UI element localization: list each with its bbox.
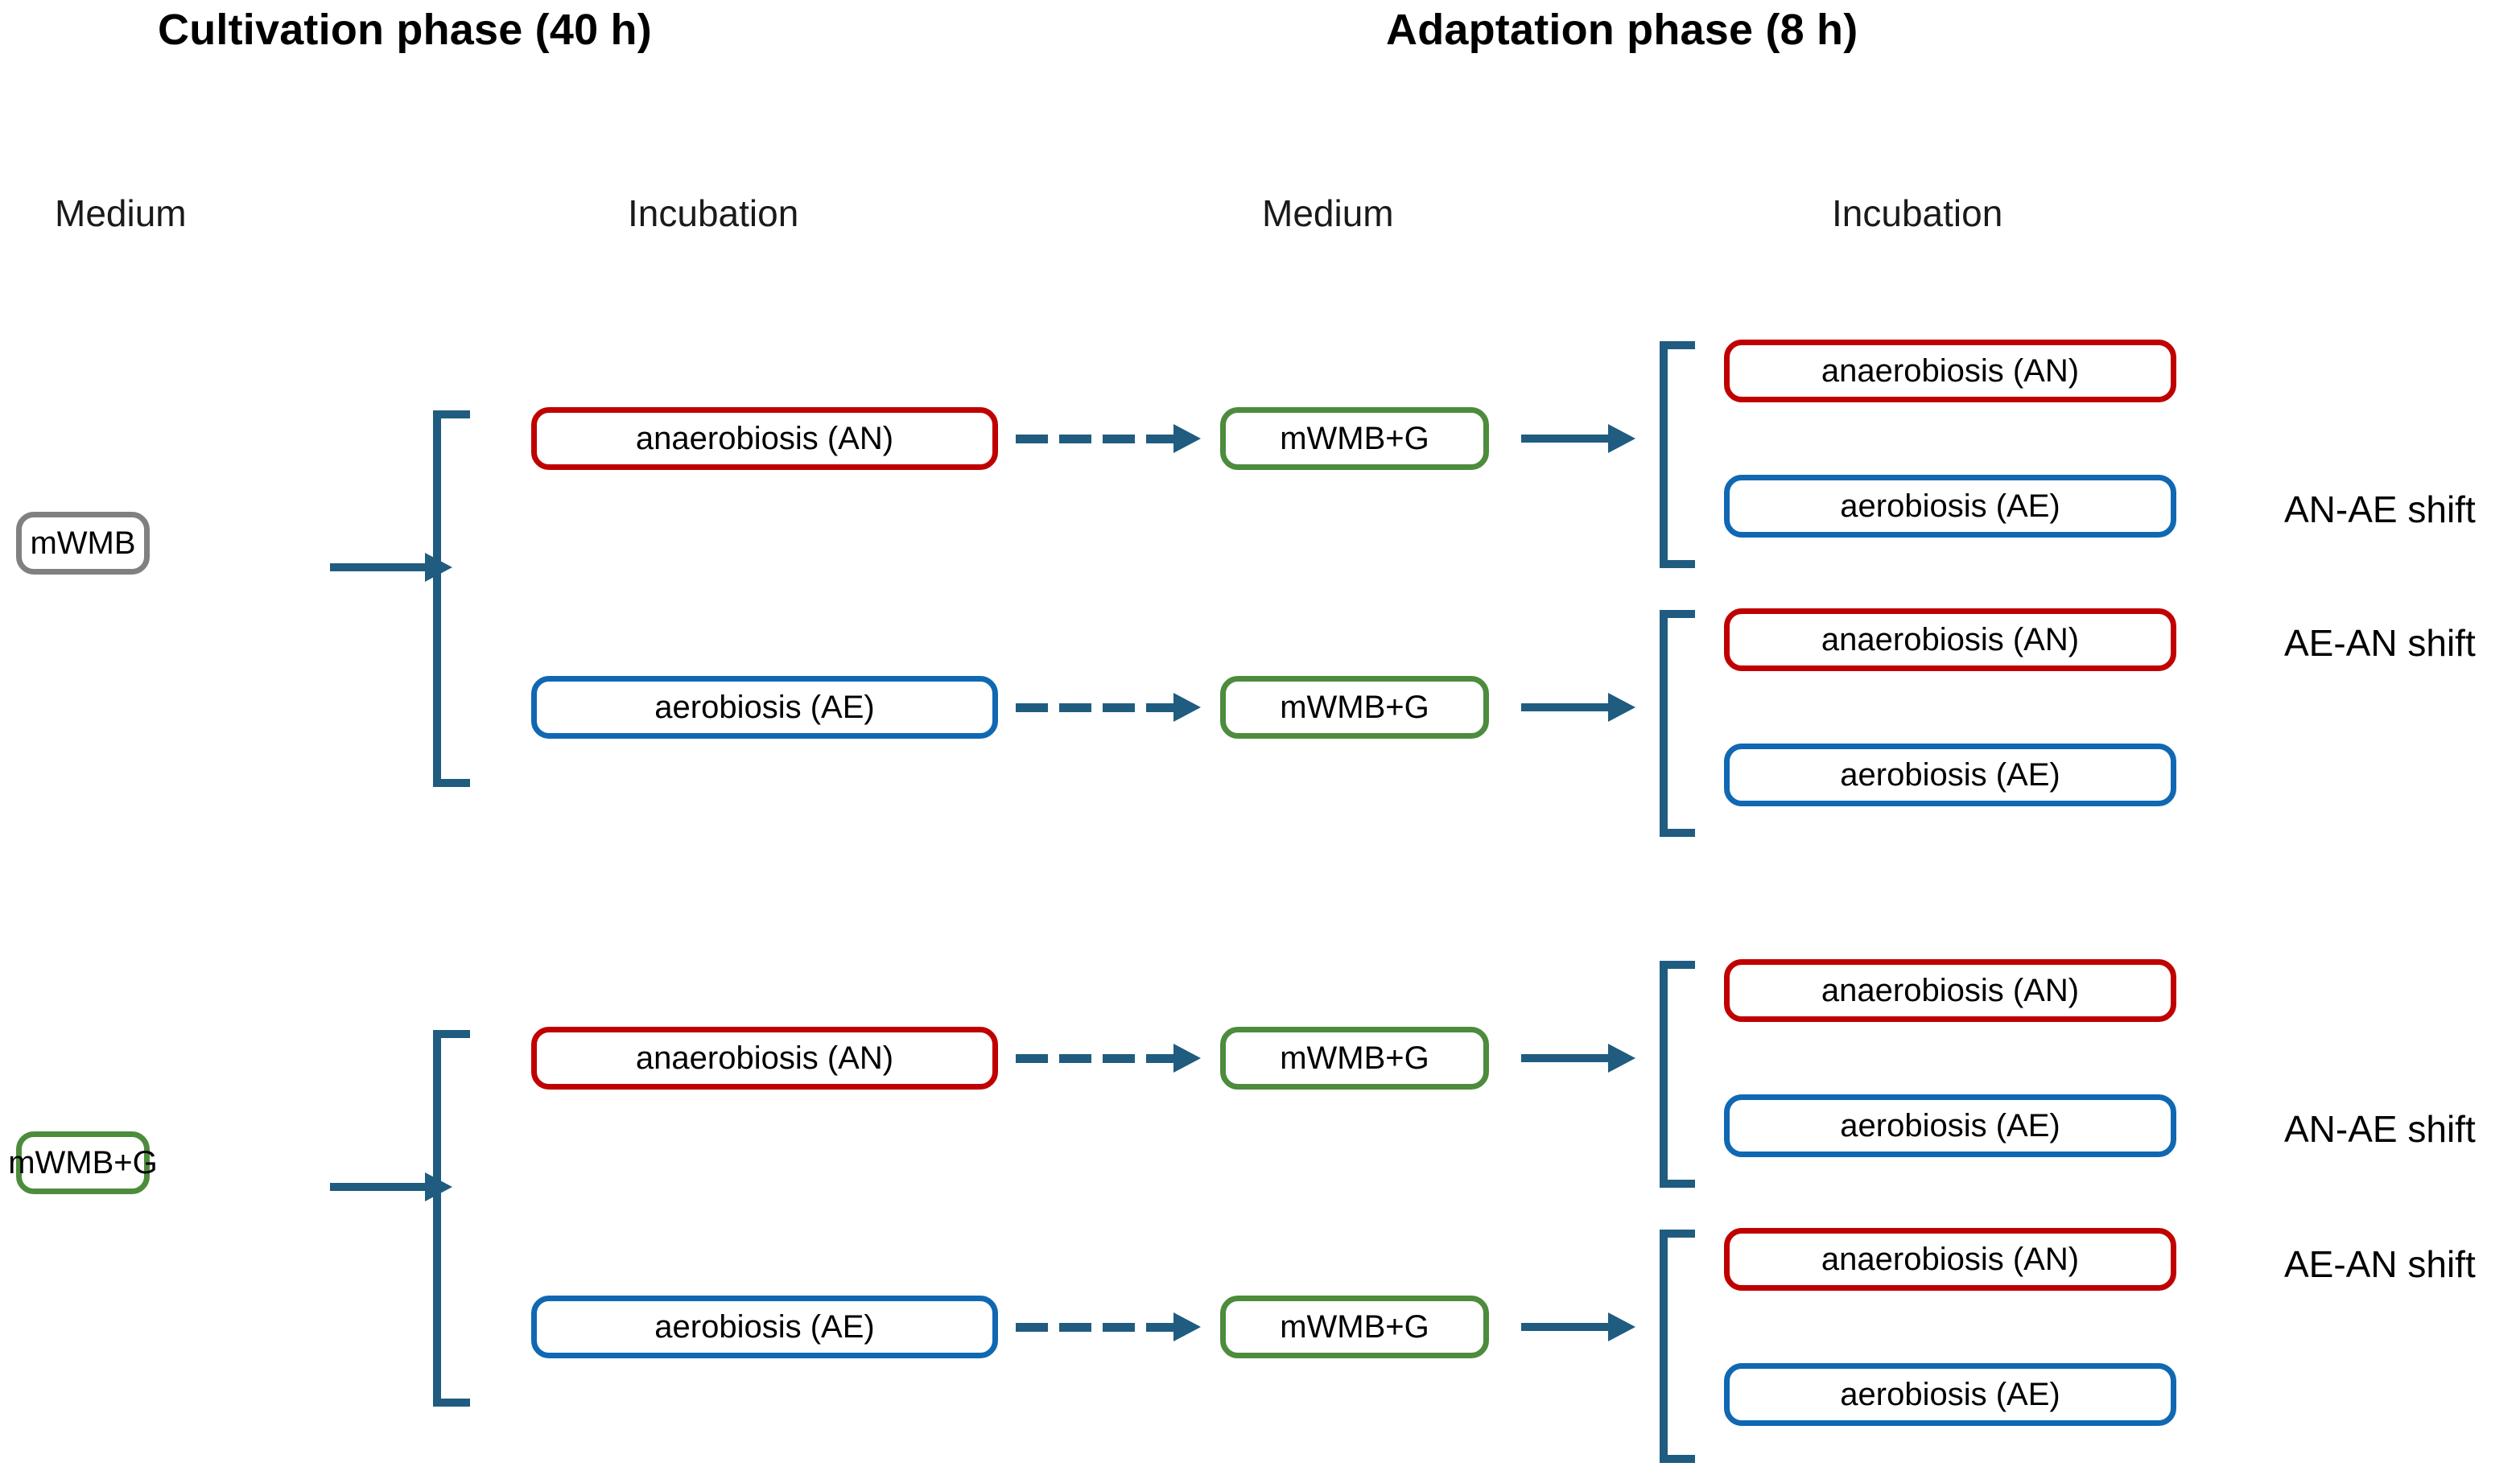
column-heading-incubation-cultivation: Incubation: [628, 192, 799, 234]
shift-label-ae-an-top: AE-AN shift: [2284, 622, 2476, 664]
adaptation-box-anaerobiosis-bottom-g2[interactable]: anaerobiosis (AN): [1724, 1228, 2176, 1291]
adaptation-box-anaerobiosis-top-g1[interactable]: anaerobiosis (AN): [1724, 340, 2176, 402]
cultivation-bracket-bottom: [433, 1030, 470, 1407]
cultivation-box-aerobiosis-top[interactable]: aerobiosis (AE): [531, 676, 998, 739]
cultivation-box-anaerobiosis-top[interactable]: anaerobiosis (AN): [531, 407, 998, 470]
adaptation-bracket-top-1: [1660, 341, 1695, 568]
column-heading-medium-cultivation: Medium: [55, 192, 187, 234]
adaptation-medium-box-top-2[interactable]: mWMB+G: [1220, 676, 1489, 739]
adaptation-bracket-top-2: [1660, 610, 1695, 837]
medium-box-mwmb-g-bottom[interactable]: mWMB+G: [8, 1131, 158, 1194]
shift-label-an-ae-bottom: AN-AE shift: [2284, 1108, 2476, 1150]
shift-label-an-ae-top: AN-AE shift: [2284, 488, 2476, 530]
adaptation-box-anaerobiosis-bottom-g1[interactable]: anaerobiosis (AN): [1724, 959, 2176, 1022]
adaptation-box-aerobiosis-top-g2[interactable]: aerobiosis (AE): [1724, 744, 2176, 806]
adaptation-box-anaerobiosis-top-g2[interactable]: anaerobiosis (AN): [1724, 608, 2176, 671]
adaptation-box-aerobiosis-top-g1[interactable]: aerobiosis (AE): [1724, 475, 2176, 538]
adaptation-bracket-bottom-1: [1660, 961, 1695, 1188]
adaptation-medium-box-bottom-2[interactable]: mWMB+G: [1220, 1296, 1489, 1358]
cultivation-box-anaerobiosis-bottom[interactable]: anaerobiosis (AN): [531, 1027, 998, 1090]
column-heading-medium-adaptation: Medium: [1262, 192, 1394, 234]
shift-label-ae-an-bottom: AE-AN shift: [2284, 1243, 2476, 1285]
adaptation-phase-title: Adaptation phase (8 h): [1386, 6, 1858, 54]
cultivation-bracket-top: [433, 410, 470, 787]
medium-box-mwmb-top[interactable]: mWMB: [16, 512, 150, 575]
adaptation-medium-box-bottom-1[interactable]: mWMB+G: [1220, 1027, 1489, 1090]
adaptation-bracket-bottom-2: [1660, 1230, 1695, 1463]
adaptation-medium-box-top-1[interactable]: mWMB+G: [1220, 407, 1489, 470]
adaptation-box-aerobiosis-bottom-g2[interactable]: aerobiosis (AE): [1724, 1363, 2176, 1426]
column-heading-incubation-adaptation: Incubation: [1832, 192, 2003, 234]
adaptation-box-aerobiosis-bottom-g1[interactable]: aerobiosis (AE): [1724, 1094, 2176, 1157]
cultivation-phase-title: Cultivation phase (40 h): [158, 6, 652, 54]
cultivation-box-aerobiosis-bottom[interactable]: aerobiosis (AE): [531, 1296, 998, 1358]
